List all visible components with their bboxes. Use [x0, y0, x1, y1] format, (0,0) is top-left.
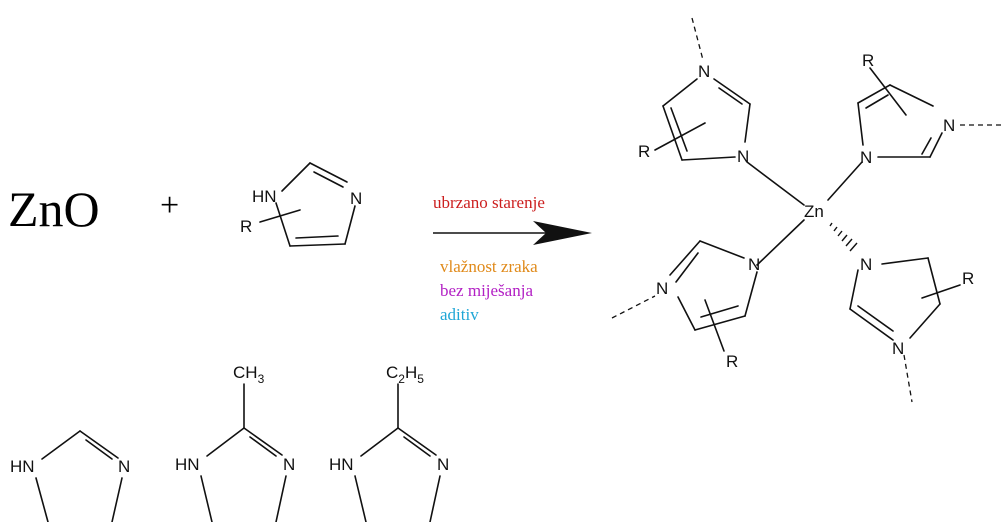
n-label: N — [437, 455, 449, 474]
ethyl-label: C2H5 — [386, 363, 424, 386]
n-label: N — [748, 255, 760, 274]
ligand-imidazole: HN N — [10, 430, 130, 522]
hn-label: HN — [10, 457, 35, 476]
zinc-imidazolate-complex: Zn N N R N N — [611, 17, 1002, 403]
reaction-arrow — [433, 221, 592, 245]
n-label: N — [283, 455, 295, 474]
zno-label: ZnO — [8, 181, 100, 237]
hn-label: HN — [329, 455, 354, 474]
condition-no-mixing: bez miješanja — [440, 281, 533, 300]
n-label: N — [350, 189, 362, 208]
ligand-2-methylimidazole: HN N CH3 — [175, 363, 295, 522]
n-label: N — [860, 148, 872, 167]
hn-label: HN — [175, 455, 200, 474]
n-label: N — [698, 62, 710, 81]
n-label: N — [860, 255, 872, 274]
condition-additive: aditiv — [440, 305, 479, 324]
n-label: N — [118, 457, 130, 476]
imidazole-ring-upper-left: N N R — [638, 17, 751, 166]
n-label: N — [892, 339, 904, 358]
imidazole-ring-lower-left: N N R — [611, 240, 760, 371]
zn-label: Zn — [804, 202, 824, 221]
condition-accelerated-aging: ubrzano starenje — [433, 193, 545, 212]
r-label: R — [962, 269, 974, 288]
r-label: R — [240, 217, 252, 236]
hn-label: HN — [252, 187, 277, 206]
imidazole-ring-upper-right: N N R — [857, 51, 1002, 167]
condition-humidity: vlažnost zraka — [440, 257, 538, 276]
methyl-label: CH3 — [233, 363, 265, 386]
r-label: R — [726, 352, 738, 371]
hashed-wedge-bond — [829, 222, 858, 252]
n-label: N — [943, 116, 955, 135]
imidazole-reactant: HN N R — [240, 162, 362, 247]
plus-sign: + — [160, 187, 179, 224]
r-label: R — [862, 51, 874, 70]
n-label: N — [737, 147, 749, 166]
imidazole-ring-lower-right: N N R — [849, 255, 974, 403]
r-label: R — [638, 142, 650, 161]
ligand-2-ethylimidazole: HN N C2H5 — [329, 363, 449, 522]
n-label: N — [656, 279, 668, 298]
